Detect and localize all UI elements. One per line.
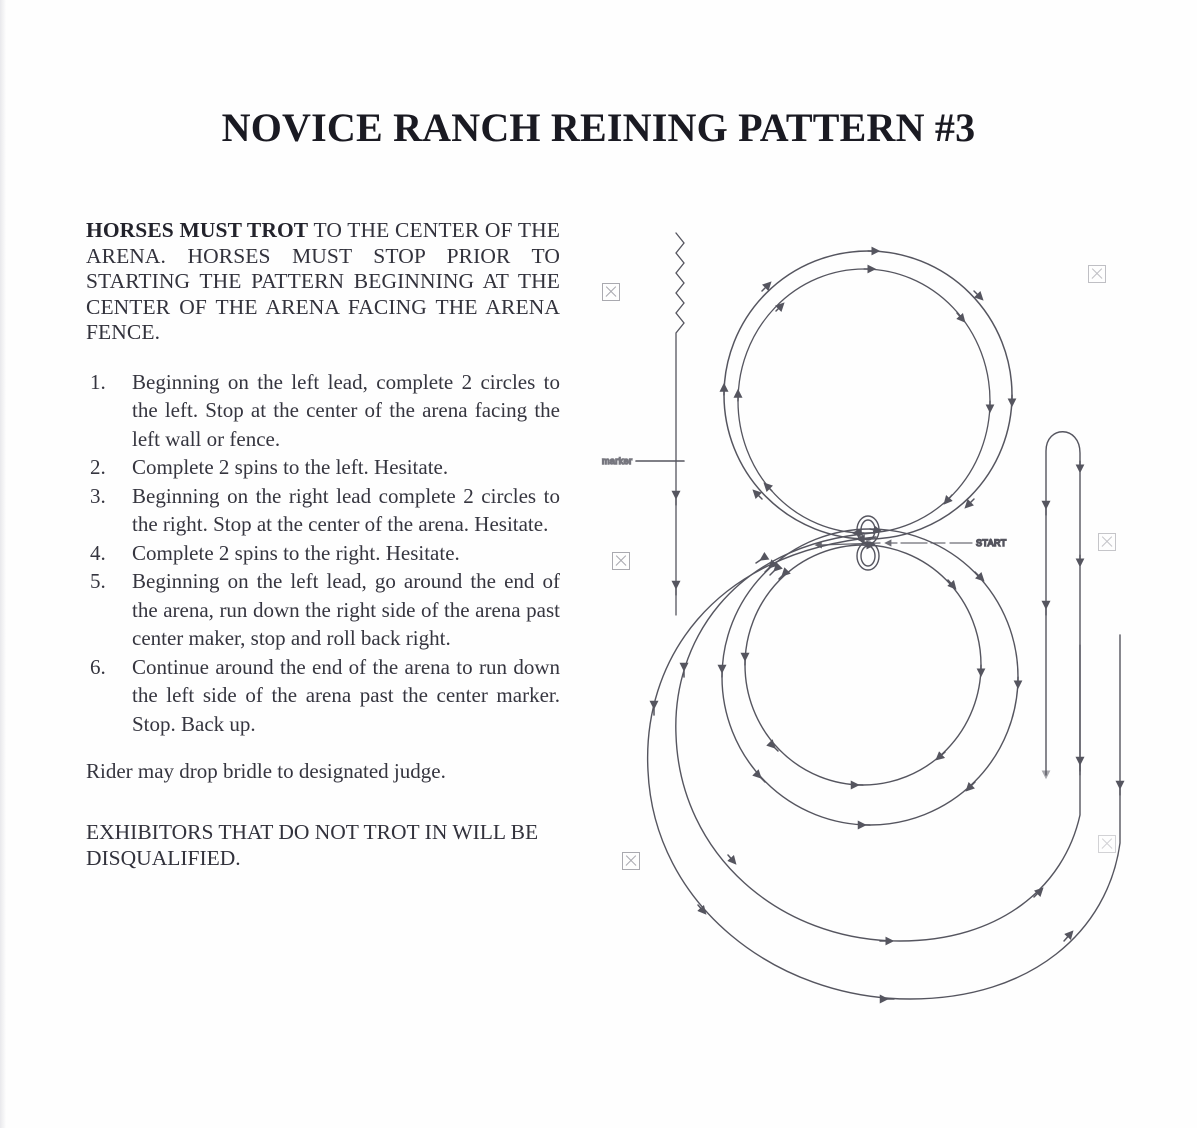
large-sweep-arc-inner: [675, 532, 1085, 946]
step-number: 5.: [90, 569, 106, 594]
start-label: START: [976, 538, 1007, 548]
upper-circle-inner: [733, 264, 995, 538]
broken-image-icon: [622, 852, 640, 870]
broken-image-icon: [612, 552, 630, 570]
intro-paragraph: HORSES MUST TROT TO THE CENTER OF THE AR…: [86, 218, 560, 346]
page-left-edge: [0, 0, 6, 1128]
step-number: 6.: [90, 654, 106, 679]
step-number: 4.: [90, 540, 106, 565]
broken-image-icon: [602, 283, 620, 301]
list-item: 1. Beginning on the left lead, complete …: [86, 368, 560, 454]
left-backup-zigzag: [671, 232, 685, 616]
intro-bold-lead: HORSES MUST TROT: [86, 218, 309, 242]
step-number: 2.: [90, 455, 106, 480]
steps-list: 1. Beginning on the left lead, complete …: [86, 368, 560, 739]
step-number: 1.: [90, 369, 106, 394]
step-text: Beginning on the left lead, go around th…: [132, 569, 560, 651]
list-item: 3. Beginning on the right lead complete …: [86, 482, 560, 539]
intro-rest: TO THE CENTER OF THE ARENA. HORSES MUST …: [86, 218, 560, 345]
instructions-column: HORSES MUST TROT TO THE CENTER OF THE AR…: [86, 218, 560, 871]
marker-label: marker: [602, 456, 632, 466]
list-item: 6. Continue around the end of the arena …: [86, 653, 560, 739]
step-number: 3.: [90, 483, 106, 508]
page-title: NOVICE RANCH REINING PATTERN #3: [221, 105, 976, 150]
pattern-figure: START: [601, 232, 1125, 1004]
right-rollback-hairpin: [1041, 431, 1085, 780]
pattern-diagram: START: [580, 215, 1180, 1045]
broken-image-icon: [1098, 835, 1116, 853]
step-text: Complete 2 spins to the left. Hesitate.: [132, 455, 449, 480]
step-text: Complete 2 spins to the right. Hesitate.: [132, 540, 460, 565]
disqualification-warning: EXHIBITORS THAT DO NOT TROT IN WILL BE D…: [86, 820, 539, 871]
upper-circle-outer: [719, 246, 1017, 544]
step-text: Beginning on the right lead complete 2 c…: [132, 483, 560, 537]
list-item: 2. Complete 2 spins to the left. Hesitat…: [86, 453, 560, 482]
step-text: Beginning on the left lead, complete 2 c…: [132, 369, 560, 451]
list-item: 4. Complete 2 spins to the right. Hesita…: [86, 539, 560, 568]
broken-image-icon: [1088, 265, 1106, 283]
broken-image-icon: [1098, 533, 1116, 551]
step-text: Continue around the end of the arena to …: [132, 654, 560, 736]
lower-circle-outer: [717, 525, 1023, 830]
large-sweep-arc-outer: [646, 536, 1125, 1004]
start-arrow: [814, 539, 973, 549]
list-item: 5. Beginning on the left lead, go around…: [86, 567, 560, 653]
bridle-note: Rider may drop bridle to designated judg…: [86, 759, 446, 784]
lower-circle-inner: [740, 540, 986, 790]
